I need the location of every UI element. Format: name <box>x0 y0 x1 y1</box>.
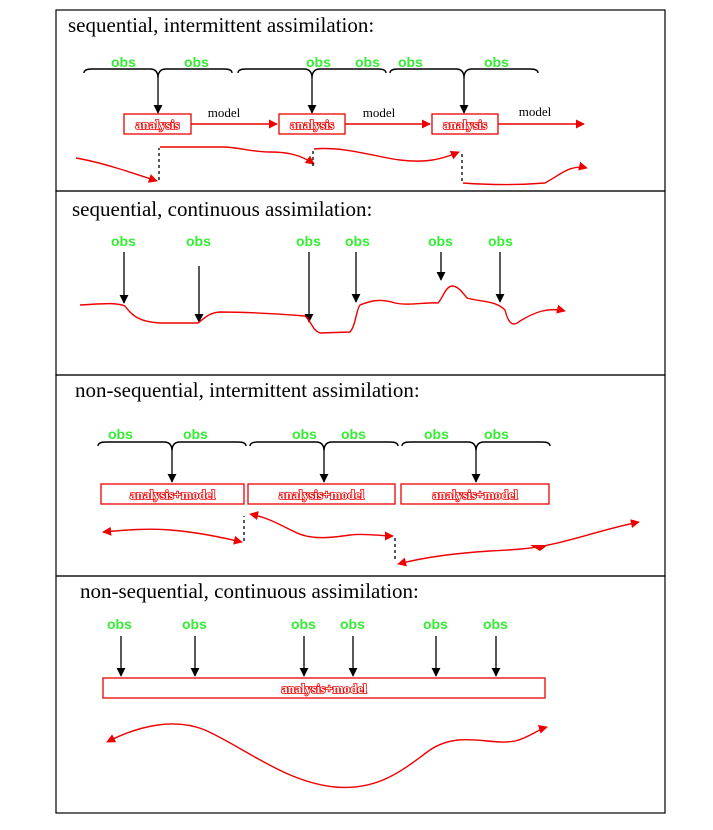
obs-label: obs <box>108 426 133 442</box>
obs-brace <box>249 441 399 452</box>
analysis-model-box <box>102 677 546 699</box>
panel-non-sequential-intermittent: non-sequential, intermittent assimilatio… <box>55 374 666 577</box>
obs-label: obs <box>184 54 209 70</box>
obs-label: obs <box>186 233 211 249</box>
panel-sequential-intermittent: sequential, intermittent assimilation: o… <box>55 9 666 192</box>
obs-label: obs <box>296 233 321 249</box>
obs-label: obs <box>306 54 331 70</box>
panel-sequential-continuous: sequential, continuous assimilation: obs… <box>55 190 666 376</box>
trajectory-arrowhead <box>530 545 548 551</box>
obs-brace <box>401 441 551 452</box>
obs-label: obs <box>292 426 317 442</box>
state-trajectory <box>75 157 158 183</box>
obs-brace <box>97 441 247 452</box>
analysis-model-label: analysis+model <box>279 487 365 502</box>
panel-frame <box>55 575 666 814</box>
panel-title: sequential, intermittent assimilation: <box>68 13 374 37</box>
obs-label: obs <box>111 54 136 70</box>
obs-label: obs <box>484 426 509 442</box>
analysis-model-box <box>247 483 396 505</box>
state-trajectory <box>102 526 243 545</box>
obs-label: obs <box>340 616 365 632</box>
state-trajectory <box>79 285 566 334</box>
state-trajectory <box>462 161 588 186</box>
obs-label: obs <box>355 54 380 70</box>
state-trajectory <box>249 511 394 541</box>
model-label: model <box>519 104 552 119</box>
analysis-label: analysis <box>135 117 179 132</box>
analysis-model-label: analysis+model <box>281 681 367 696</box>
obs-brace <box>83 68 233 79</box>
obs-label: obs <box>398 54 423 70</box>
obs-brace <box>389 68 539 79</box>
obs-label: obs <box>483 616 508 632</box>
panel-frame <box>55 9 666 192</box>
analysis-label: analysis <box>443 117 487 132</box>
obs-label: obs <box>107 616 132 632</box>
model-label: model <box>208 105 241 120</box>
model-label: model <box>363 105 396 120</box>
analysis-model-box <box>400 483 550 505</box>
obs-label: obs <box>291 616 316 632</box>
obs-label: obs <box>183 426 208 442</box>
obs-label: obs <box>488 233 513 249</box>
obs-label: obs <box>182 616 207 632</box>
analysis-model-label: analysis+model <box>130 487 216 502</box>
state-trajectory <box>160 146 315 165</box>
panel-title: non-sequential, continuous assimilation: <box>80 579 419 603</box>
obs-brace <box>237 68 387 79</box>
analysis-model-box <box>100 483 245 505</box>
obs-label: obs <box>345 233 370 249</box>
obs-label: obs <box>428 233 453 249</box>
obs-label: obs <box>424 426 449 442</box>
obs-label: obs <box>423 616 448 632</box>
obs-label: obs <box>111 233 136 249</box>
state-trajectory <box>106 723 548 789</box>
obs-label: obs <box>341 426 366 442</box>
analysis-model-label: analysis+model <box>432 487 518 502</box>
obs-label: obs <box>484 54 509 70</box>
panel-title: sequential, continuous assimilation: <box>72 197 372 221</box>
panel-non-sequential-continuous: non-sequential, continuous assimilation:… <box>55 575 666 814</box>
analysis-label: analysis <box>290 117 334 132</box>
panel-frame <box>55 374 666 577</box>
state-trajectory <box>313 147 460 162</box>
panel-title: non-sequential, intermittent assimilatio… <box>75 378 420 402</box>
state-trajectory <box>397 519 640 567</box>
